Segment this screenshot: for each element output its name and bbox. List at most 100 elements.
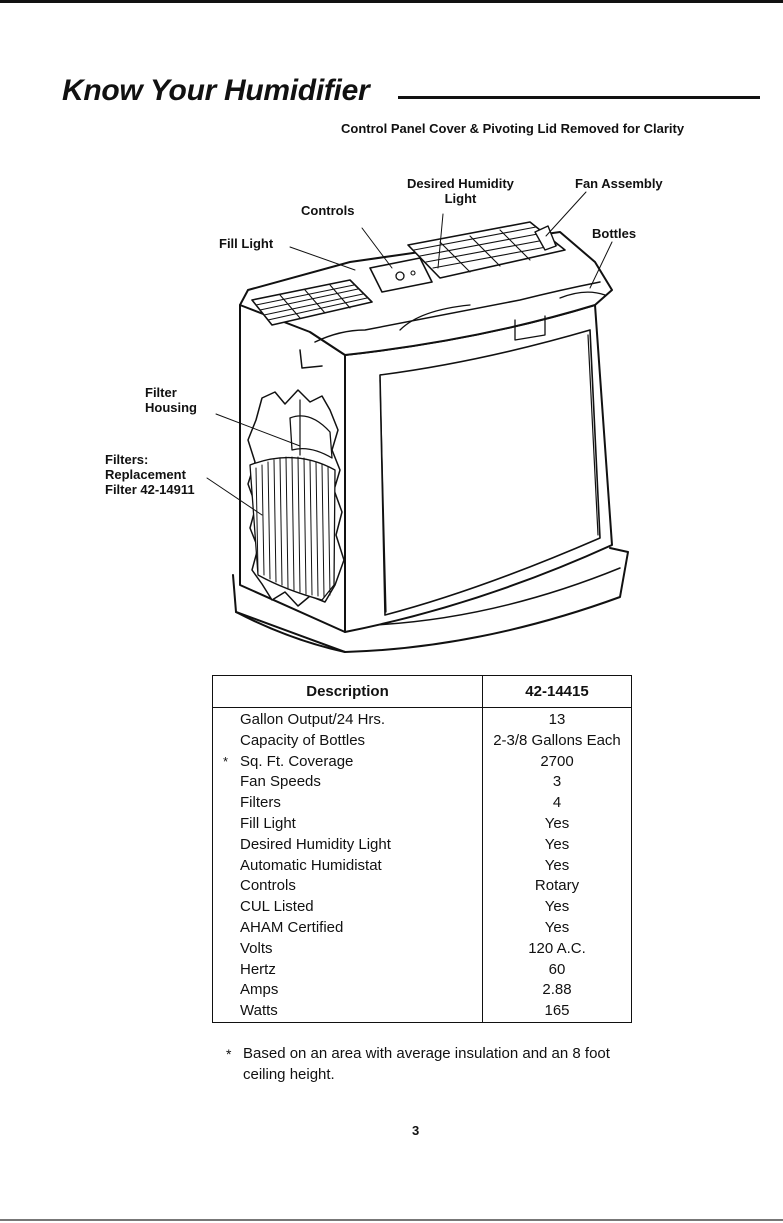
label-bottles: Bottles <box>592 226 637 241</box>
row-desc: Amps <box>212 980 483 1002</box>
label-filters: Filters: Replacement Filter 42-14911 <box>105 452 195 497</box>
label-desired-humidity-line2: Light <box>444 191 477 206</box>
table-row: Automatic Humidistat Yes <box>212 855 632 877</box>
row-value: Rotary <box>534 877 580 895</box>
header-description: Description <box>212 675 483 708</box>
row-desc: Watts <box>212 1001 483 1023</box>
row-desc-text: Amps <box>240 981 279 999</box>
label-filters-line1: Filters: <box>105 452 149 467</box>
row-value: 2700 <box>540 752 574 770</box>
row-desc-text: Desired Humidity Light <box>240 835 391 853</box>
row-desc: Volts <box>212 938 483 960</box>
row-desc-text: Capacity of Bottles <box>240 731 366 749</box>
row-value: 2.88 <box>542 981 572 999</box>
leader-desired-humidity <box>437 213 444 269</box>
footnote-marker: * <box>226 1046 232 1062</box>
spec-table: Description 42-14415 Gallon Output/24 Hr… <box>212 675 632 1023</box>
row-desc: Automatic Humidistat <box>212 855 483 877</box>
row-value: 165 <box>544 1002 570 1020</box>
row-desc-text: Fill Light <box>240 814 296 832</box>
table-row: Gallon Output/24 Hrs. 13 <box>212 707 632 731</box>
row-desc: Fill Light <box>212 813 483 835</box>
row-desc: * Sq. Ft. Coverage <box>212 751 483 773</box>
row-desc-text: Gallon Output/24 Hrs. <box>240 711 386 728</box>
label-filter-housing-line1: Filter <box>145 385 177 400</box>
top-housing <box>239 231 613 356</box>
row-value: Yes <box>544 835 570 853</box>
row-value: Yes <box>544 918 570 936</box>
row-value: 4 <box>552 794 562 812</box>
bottom-rule <box>0 1219 783 1221</box>
row-desc-text: Hertz <box>240 960 276 978</box>
table-row: * Sq. Ft. Coverage 2700 <box>212 751 632 773</box>
label-filter-housing-line2: Housing <box>145 400 197 415</box>
row-value: Yes <box>544 814 570 832</box>
top-rule <box>0 0 783 3</box>
label-controls: Controls <box>301 203 355 218</box>
row-desc: Fan Speeds <box>212 772 483 794</box>
label-desired-humidity-light: Desired Humidity Light <box>407 176 514 206</box>
leader-bottles <box>589 241 613 289</box>
row-value: 60 <box>548 960 566 978</box>
row-desc: Capacity of Bottles <box>212 730 483 752</box>
asterisk-marker: * <box>223 753 229 769</box>
row-desc-text: CUL Listed <box>240 898 314 916</box>
leader-fill-light <box>289 246 356 271</box>
row-desc: AHAM Certified <box>212 917 483 939</box>
row-desc-text: AHAM Certified <box>240 918 344 936</box>
row-desc: CUL Listed <box>212 897 483 918</box>
row-desc-text: Automatic Humidistat <box>240 856 382 874</box>
row-value: 13 <box>548 711 566 728</box>
table-row: Filters 4 <box>212 793 632 814</box>
row-value: 3 <box>552 773 562 791</box>
table-row: Controls Rotary <box>212 876 632 898</box>
label-desired-humidity-line1: Desired Humidity <box>407 176 514 191</box>
label-fill-light: Fill Light <box>219 236 274 251</box>
label-filter-housing: Filter Housing <box>145 385 197 415</box>
row-desc-text: Watts <box>240 1002 278 1020</box>
header-model: 42-14415 <box>482 675 632 708</box>
table-row: Capacity of Bottles 2-3/8 Gallons Each <box>212 730 632 752</box>
row-desc: Filters <box>212 793 483 814</box>
spec-table-header: Description 42-14415 <box>212 675 632 708</box>
row-desc: Hertz <box>212 959 483 981</box>
row-desc: Desired Humidity Light <box>212 834 483 856</box>
label-filters-line2: Replacement <box>105 467 186 482</box>
row-value: Yes <box>544 856 570 874</box>
row-desc-text: Controls <box>240 877 296 895</box>
row-value: 120 A.C. <box>528 939 586 957</box>
page-number: 3 <box>412 1123 420 1138</box>
footnote-text: Based on an area with average insulation… <box>243 1045 610 1083</box>
label-fan-assembly: Fan Assembly <box>575 176 663 191</box>
table-row: Hertz 60 <box>212 959 632 981</box>
humidifier-illustration <box>206 191 629 653</box>
leader-filters <box>206 477 263 516</box>
row-value: Yes <box>544 898 570 916</box>
row-desc-text: Sq. Ft. Coverage <box>240 752 354 770</box>
row-desc: Controls <box>212 876 483 898</box>
row-value: 2-3/8 Gallons Each <box>493 731 621 749</box>
title-rule <box>398 96 760 99</box>
leader-filter-housing <box>215 413 301 447</box>
table-row: Fan Speeds 3 <box>212 772 632 794</box>
leader-controls <box>361 227 393 269</box>
table-row: AHAM Certified Yes <box>212 917 632 939</box>
page-title: Know Your Humidifier <box>62 74 370 107</box>
row-desc-text: Fan Speeds <box>240 773 321 791</box>
row-desc: Gallon Output/24 Hrs. <box>212 707 483 731</box>
control-module <box>369 257 433 293</box>
table-row: CUL Listed Yes <box>212 897 632 918</box>
table-row: Desired Humidity Light Yes <box>212 834 632 856</box>
leader-fan-assembly <box>545 191 587 237</box>
page-subtitle: Control Panel Cover & Pivoting Lid Remov… <box>341 121 685 136</box>
front-panel <box>379 329 601 616</box>
row-desc-text: Volts <box>240 939 273 957</box>
table-row: Amps 2.88 <box>212 980 632 1002</box>
label-filters-line3: Filter 42-14911 <box>105 482 195 497</box>
filter-media <box>249 456 336 601</box>
table-row: Watts 165 <box>212 1001 632 1023</box>
control-knob <box>395 271 405 281</box>
left-grille <box>251 279 373 326</box>
table-row: Volts 120 A.C. <box>212 938 632 960</box>
table-row: Fill Light Yes <box>212 813 632 835</box>
